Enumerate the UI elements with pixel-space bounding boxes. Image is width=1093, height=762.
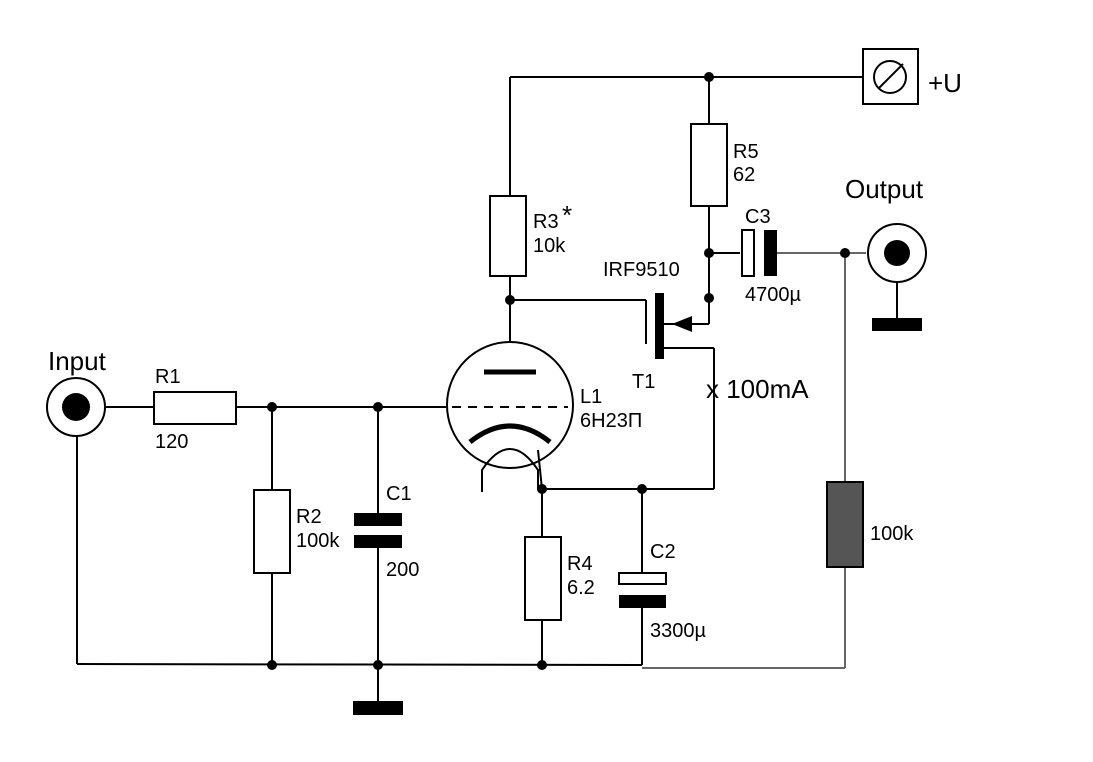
capacitor-c2	[618, 572, 667, 608]
t1-part-number: IRF9510	[603, 259, 680, 281]
c3-name: C3	[745, 206, 771, 228]
resistor-load	[826, 481, 864, 568]
c2-value: 3300µ	[650, 620, 706, 642]
capacitor-c3	[741, 229, 777, 277]
vacuum-tube-l1	[446, 341, 574, 492]
input-label: Input	[48, 346, 107, 376]
resistor-r1	[153, 391, 237, 425]
r2-name: R2	[296, 506, 322, 528]
r4-name: R4	[567, 553, 593, 575]
c3-value: 4700µ	[745, 284, 801, 306]
r1-value: 120	[155, 431, 188, 453]
r2-value: 100k	[296, 530, 340, 552]
capacitor-c1	[354, 513, 402, 548]
t1-name: T1	[632, 371, 655, 393]
r5-value: 62	[733, 164, 755, 186]
l1-value: 6H23П	[580, 410, 642, 432]
output-label: Output	[845, 174, 924, 204]
resistor-r2	[253, 489, 291, 574]
l1-name: L1	[580, 386, 602, 408]
output-jack	[867, 223, 927, 331]
resistor-r5	[690, 123, 728, 207]
c2-name: C2	[650, 541, 676, 563]
r3-name: R3	[533, 211, 559, 233]
mosfet-t1	[645, 293, 714, 359]
input-jack	[46, 377, 106, 437]
junction-dots	[267, 72, 850, 670]
load-value: 100k	[870, 523, 914, 545]
resistor-r3	[489, 195, 527, 277]
r3-adjust-mark: *	[562, 200, 572, 230]
c1-name: C1	[386, 483, 412, 505]
r1-name: R1	[155, 366, 181, 388]
ground-symbol	[353, 701, 403, 715]
supply-label: +U	[928, 68, 962, 98]
current-note: x 100mA	[706, 374, 809, 404]
r3-value: 10k	[533, 235, 566, 257]
r5-name: R5	[733, 141, 759, 163]
resistor-r4	[524, 536, 562, 621]
supply-terminal	[862, 48, 919, 105]
r4-value: 6.2	[567, 577, 595, 599]
wiring	[76, 76, 898, 705]
c1-value: 200	[386, 559, 419, 581]
